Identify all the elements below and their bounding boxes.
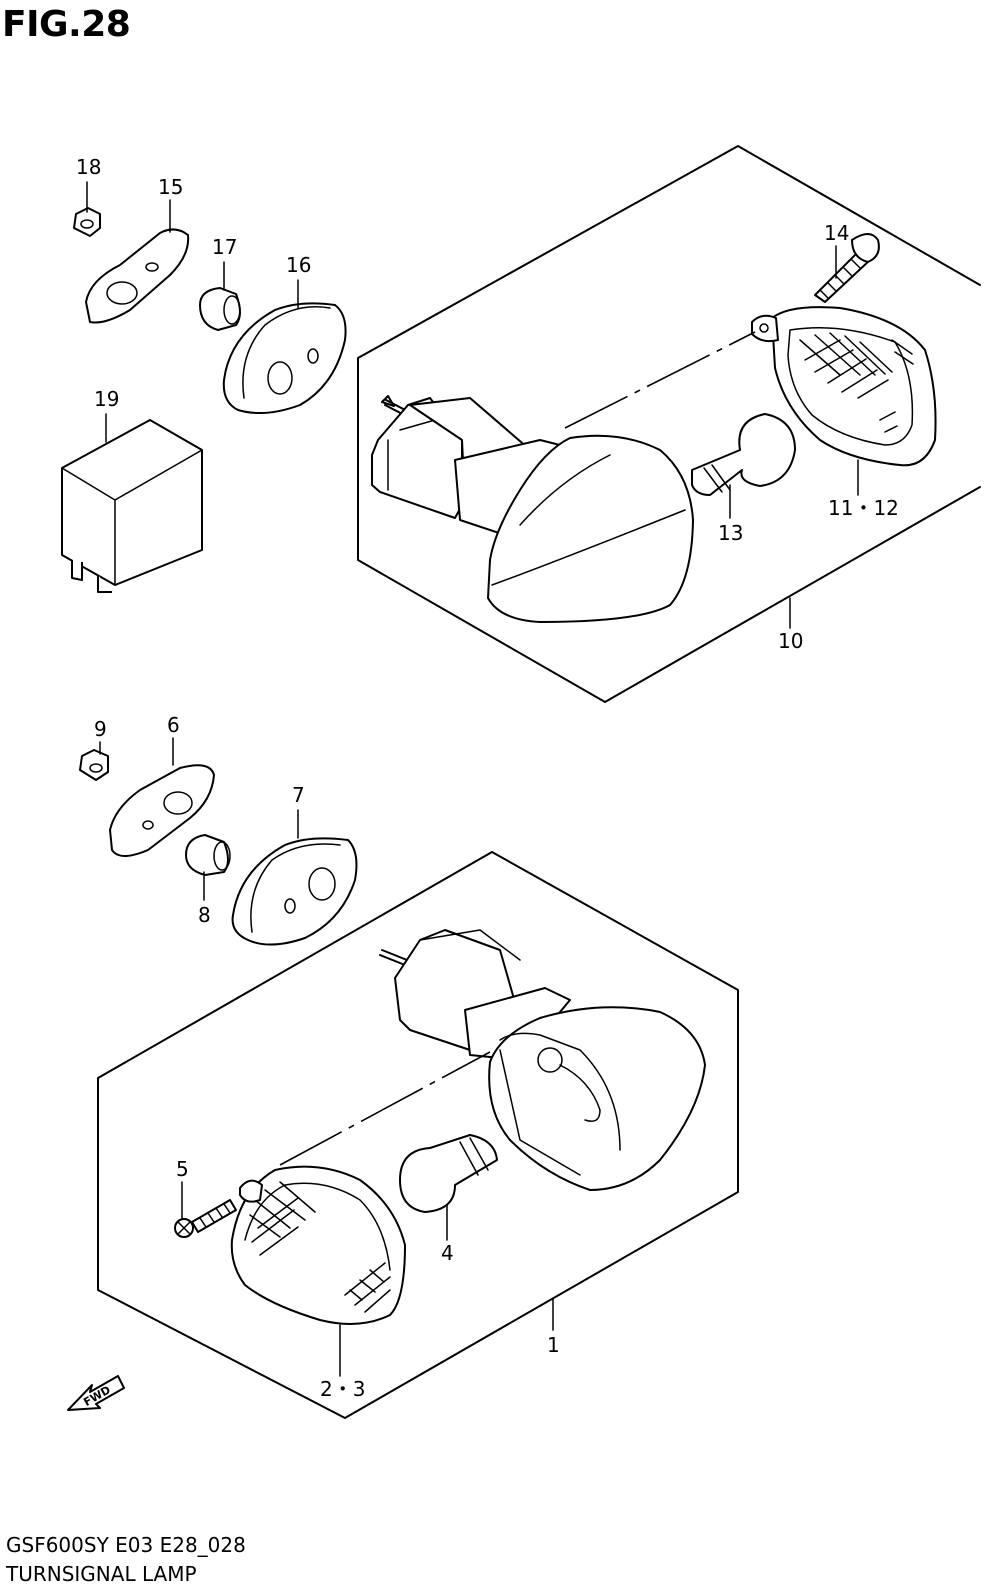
callout-14: 14 (824, 221, 849, 245)
rear-spacer (185, 834, 231, 876)
callout-17: 17 (212, 235, 237, 259)
figure-title: FIG.28 (2, 4, 131, 45)
rear-lamp-bulb (399, 1134, 498, 1213)
rear-mounting-plate (109, 764, 215, 857)
rear-lamp-housing (379, 929, 706, 1191)
section-name: TURNSIGNAL LAMP (6, 1562, 197, 1586)
front-nut (73, 207, 101, 237)
relay-unit (61, 419, 203, 593)
front-cushion (222, 302, 347, 414)
front-assembly-line (564, 331, 756, 429)
callout-8: 8 (198, 903, 211, 927)
callout-19: 19 (94, 387, 119, 411)
callout-2-3: 2・3 (320, 1377, 365, 1401)
rear-nut (79, 749, 109, 781)
callout-13: 13 (718, 521, 743, 545)
rear-lamp-lens (230, 1165, 406, 1325)
callout-10: 10 (778, 629, 803, 653)
callout-16: 16 (286, 253, 311, 277)
front-lamp-housing (371, 395, 694, 623)
callout-9: 9 (94, 717, 107, 741)
front-lamp-lens (751, 306, 937, 467)
callout-7: 7 (292, 783, 305, 807)
callout-15: 15 (158, 175, 183, 199)
front-lamp-screw (814, 233, 880, 303)
fwd-arrow-icon: FWD (67, 1375, 125, 1411)
callout-4: 4 (441, 1241, 454, 1265)
front-lamp-assembly-box (357, 145, 981, 703)
front-lamp-bulb (691, 413, 796, 496)
front-mounting-plate (85, 228, 190, 324)
callout-18: 18 (76, 155, 101, 179)
rear-assembly-line (279, 1051, 491, 1166)
callout-11-12: 11・12 (828, 496, 899, 520)
callout-1: 1 (547, 1333, 560, 1357)
front-spacer (199, 287, 241, 331)
leader-lines (86, 181, 859, 1377)
rear-lamp-assembly-box (97, 851, 739, 1419)
rear-cushion (231, 837, 358, 946)
rear-lamp-screw (174, 1199, 237, 1238)
model-code: GSF600SY E03 E28_028 (6, 1533, 246, 1557)
callout-5: 5 (176, 1157, 189, 1181)
callout-6: 6 (167, 713, 180, 737)
